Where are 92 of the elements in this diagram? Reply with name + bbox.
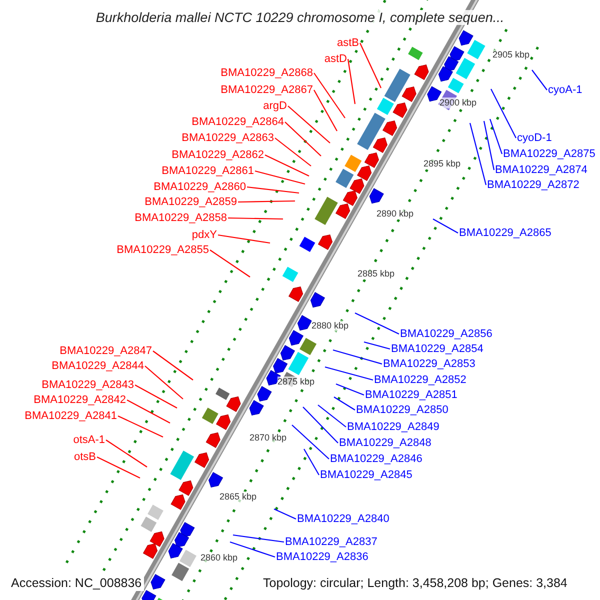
leader-line [274,508,296,520]
leader-line [152,350,194,380]
gene-label: BMA10229_A2861 [162,164,254,178]
scale-label: 2905 kbp [492,50,530,60]
gene-label: BMA10229_A2848 [339,436,432,450]
gene-label: BMA10229_A2845 [320,468,412,482]
gene-label: astB [336,36,359,50]
gene-label: BMA10229_A2850 [356,404,448,416]
gene-label: BMA10229_A2859 [144,196,237,208]
leader-line [134,384,178,408]
leader-line [274,138,312,166]
gene-label: BMA10229_A2836 [276,550,368,564]
leader-line [304,448,320,476]
leader-line [96,456,140,478]
leader-line [336,383,364,396]
gene-label: BMA10229_A2863 [182,132,274,144]
scale-label: 2895 kbp [423,158,461,170]
leader-line [118,416,164,438]
gene-label: BMA10229_A2853 [383,358,476,370]
scale-label: 2900 kbp [439,98,477,108]
footer-text: Accession: NC_008836 [9,576,144,591]
leader-line [210,250,250,278]
gene-label: BMA10229_A2867 [220,84,313,96]
gene-label: pdxY [192,228,217,242]
leader-line [292,424,330,460]
gene-label: BMA10229_A2856 [400,328,492,340]
leader-line [347,58,356,104]
leader-line [254,170,306,185]
gene-label: BMA10229_A2854 [391,342,484,356]
leader-line [246,186,300,194]
gene-label: BMA10229_A2847 [60,344,152,358]
gene-label: BMA10229_A2864 [192,116,284,128]
scale-label: 2880 kbp [311,320,349,332]
leader-line [483,120,495,170]
gene-label: BMA10229_A2858 [134,212,227,224]
gene-label: cyoA-1 [548,84,582,96]
leader-line [144,366,184,400]
gene-label: BMA10229_A2875 [503,148,596,160]
leader-line [230,541,276,558]
leader-line [469,122,487,186]
leader-line [334,396,356,410]
gene-label: BMA10229_A2844 [52,360,144,372]
leader-line [318,404,346,428]
gene-label: BMA10229_A2840 [297,512,390,526]
leader-line [490,88,516,138]
gene-label: BMA10229_A2852 [374,374,466,386]
scale-label: 2885 kbp [357,268,395,280]
gene-label: BMA10229_A2865 [459,226,552,240]
scale-label: 2860 kbp [200,552,238,564]
gene-label: BMA10229_A2846 [330,452,422,466]
scale-label: 2870 kbp [249,432,287,444]
leader-line [354,312,400,334]
scale-label: 2875 kbp [277,376,315,388]
gene-label: otsA-1 [73,434,105,446]
leader-line [489,118,503,154]
gene-label: BMA10229_A2837 [285,536,378,548]
gene-label: BMA10229_A2841 [24,410,117,422]
leader-line [232,534,284,543]
gene-label: BMA10229_A2855 [116,244,209,256]
leader-line [324,366,374,381]
gene-label: BMA10229_A2872 [487,178,580,192]
gene-label: BMA10229_A2862 [172,148,264,162]
leader-line [228,217,283,220]
leader-line [364,341,390,350]
gene-label: BMA10229_A2851 [365,388,458,402]
gene-label: BMA10229_A2874 [495,164,588,176]
gene-label: argD [263,100,287,112]
footer-text: Topology: circular; Length: 3,458,208 bp; Genes: 3,384 [261,576,570,591]
gene-label: astD [324,52,347,66]
scale-label: 2865 kbp [219,492,257,502]
gene-label: BMA10229_A2860 [154,180,246,194]
leader-line [264,154,310,176]
leader-line [532,70,548,90]
leader-line [126,400,170,424]
scale-label: 2890 kbp [376,208,414,220]
gene-label: BMA10229_A2849 [347,420,440,434]
leader-line [332,349,382,365]
gene-label: BMA10229_A2843 [42,378,134,392]
gene-label: otsB [74,450,96,464]
gene-label: BMA10229_A2868 [220,66,313,80]
leader-line [106,440,148,468]
leader-line [314,90,338,132]
leader-line [288,106,330,144]
gene-label: BMA10229_A2842 [34,394,126,406]
leader-line [314,72,346,118]
leader-line [360,42,382,88]
leader-line [238,200,295,203]
leader-line [432,218,458,234]
leader-line [218,234,270,244]
leader-line [302,406,338,444]
leader-line [284,122,322,156]
gene-label: cyoD-1 [517,132,552,144]
